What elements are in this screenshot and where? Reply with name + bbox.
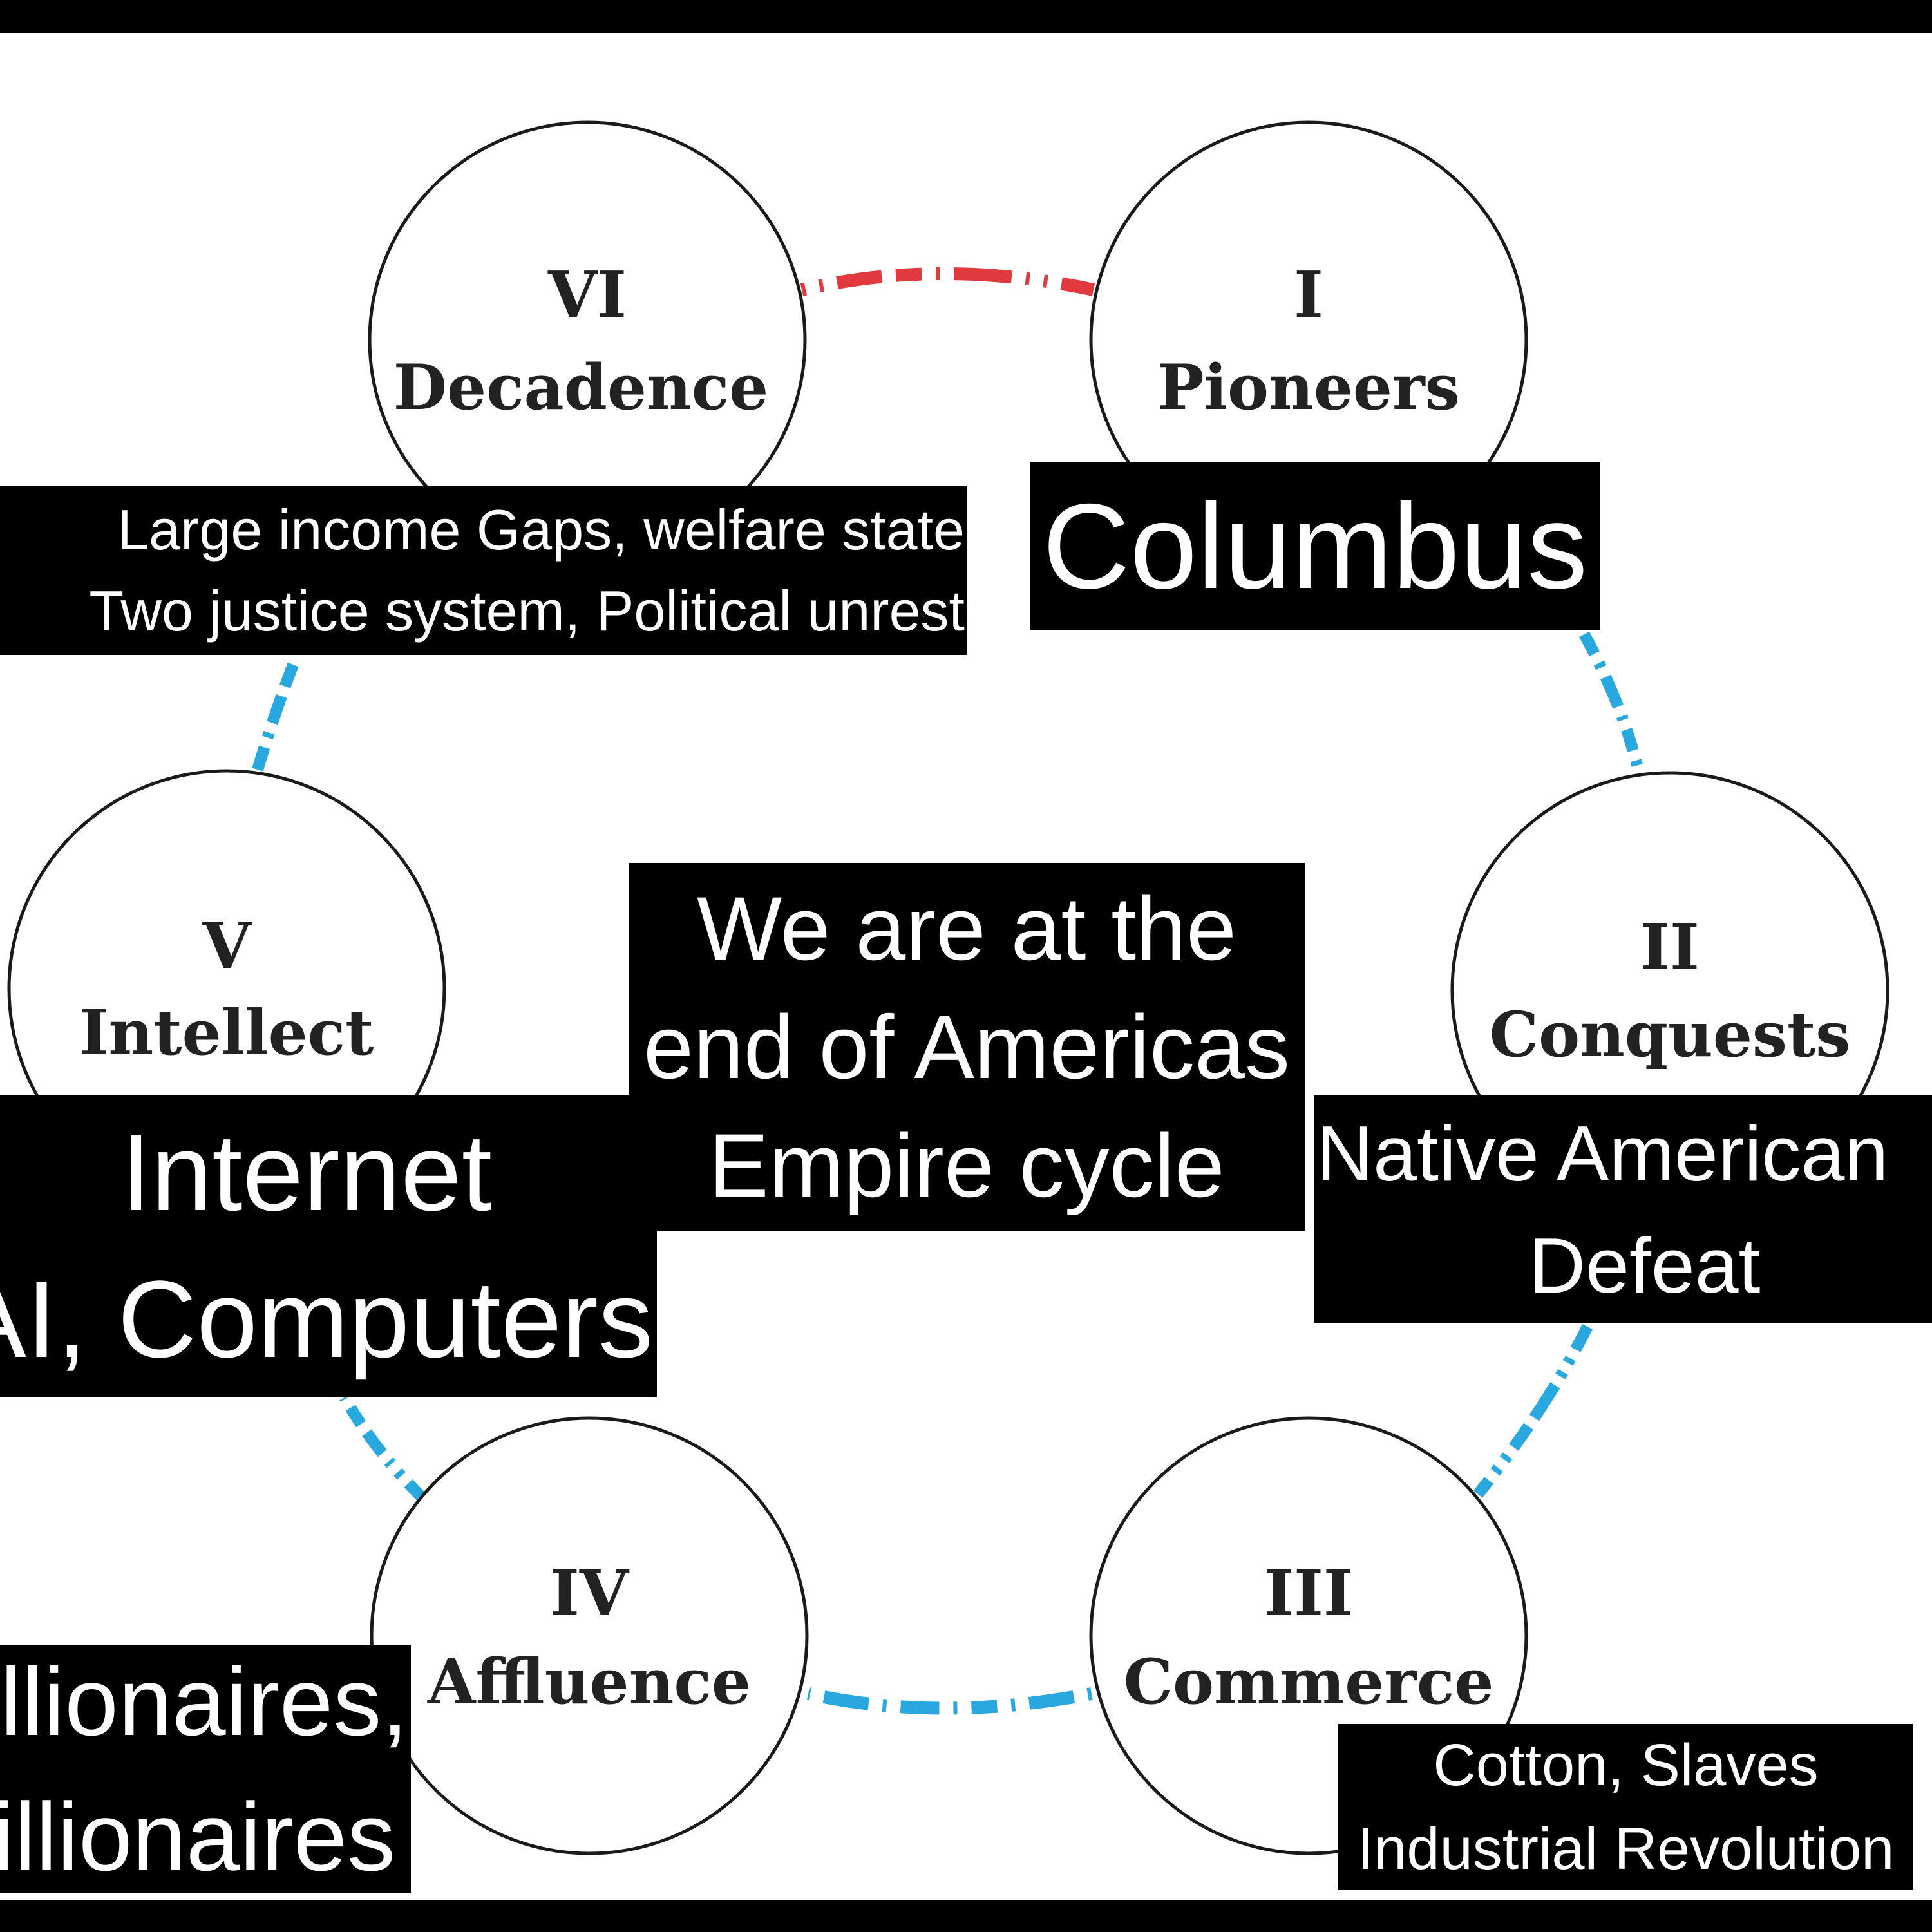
connector-iii-to-iv [806,1687,1093,1715]
stage-iv-circle [370,1416,809,1855]
caption-affluence-line2: Billionaires [0,1783,395,1891]
connector-group [252,267,1645,1715]
stage-v-name: Intellect [80,996,374,1069]
connector-v-to-vi [252,654,302,772]
caption-affluence: Millionaires, Billionaires [0,1645,411,1893]
caption-commerce-line1: Cotton, Slaves [1433,1732,1819,1798]
caption-decadence-line2: Two justice system, Political unrest [89,579,965,643]
caption-pioneers: Columbus [1030,462,1600,630]
connector-ii-to-iii [1473,1323,1593,1498]
caption-conquests-line1: Native American [1316,1109,1889,1197]
stage-vi-numeral: VI [547,258,627,332]
caption-center-line2: end of Americas [643,996,1290,1097]
caption-pioneers-line1: Columbus [1042,478,1588,614]
caption-center-line3: Empire cycle [708,1115,1225,1216]
caption-intellect-line1: Internet [120,1112,493,1234]
stage-iv-numeral: IV [550,1557,630,1631]
stage-vi-node: VI Decadence [368,120,807,560]
stage-i-name: Pioneers [1157,351,1459,424]
caption-intellect-line2: AI, Computers [0,1258,653,1381]
caption-commerce-line2: Industrial Revolution [1357,1816,1895,1882]
caption-intellect: Internet AI, Computers [0,1095,657,1397]
stage-v-numeral: V [202,909,252,983]
caption-commerce: Cotton, Slaves Industrial Revolution [1338,1724,1913,1890]
caption-conquests: Native American Defeat [1314,1095,1932,1323]
bottom-border [0,1900,1932,1932]
stage-ii-numeral: II [1640,911,1700,985]
caption-affluence-line1: Millionaires, [0,1647,408,1756]
stage-ii-name: Conquests [1490,998,1851,1071]
stage-vi-name: Decadence [393,351,769,424]
connector-i-to-ii [1579,631,1645,775]
stage-i-node: I Pioneers [1089,120,1528,560]
connector-iv-to-v [339,1394,426,1502]
stage-iii-numeral: III [1264,1557,1353,1631]
caption-center: We are at the end of Americas Empire cyc… [629,863,1305,1231]
caption-conquests-line2: Defeat [1529,1221,1761,1309]
stage-iv-name: Affluence [427,1645,751,1718]
caption-center-line1: We are at the [697,878,1236,979]
caption-decadence-line1: Large income Gaps, welfare state [117,498,965,562]
caption-decadence: Large income Gaps, welfare state Two jus… [0,486,967,655]
connector-vi-to-i [800,267,1095,296]
stage-iii-name: Commerce [1124,1645,1494,1718]
stage-i-numeral: I [1294,258,1323,332]
top-border [0,0,1932,33]
stage-iv-node: IV Affluence [370,1416,809,1855]
